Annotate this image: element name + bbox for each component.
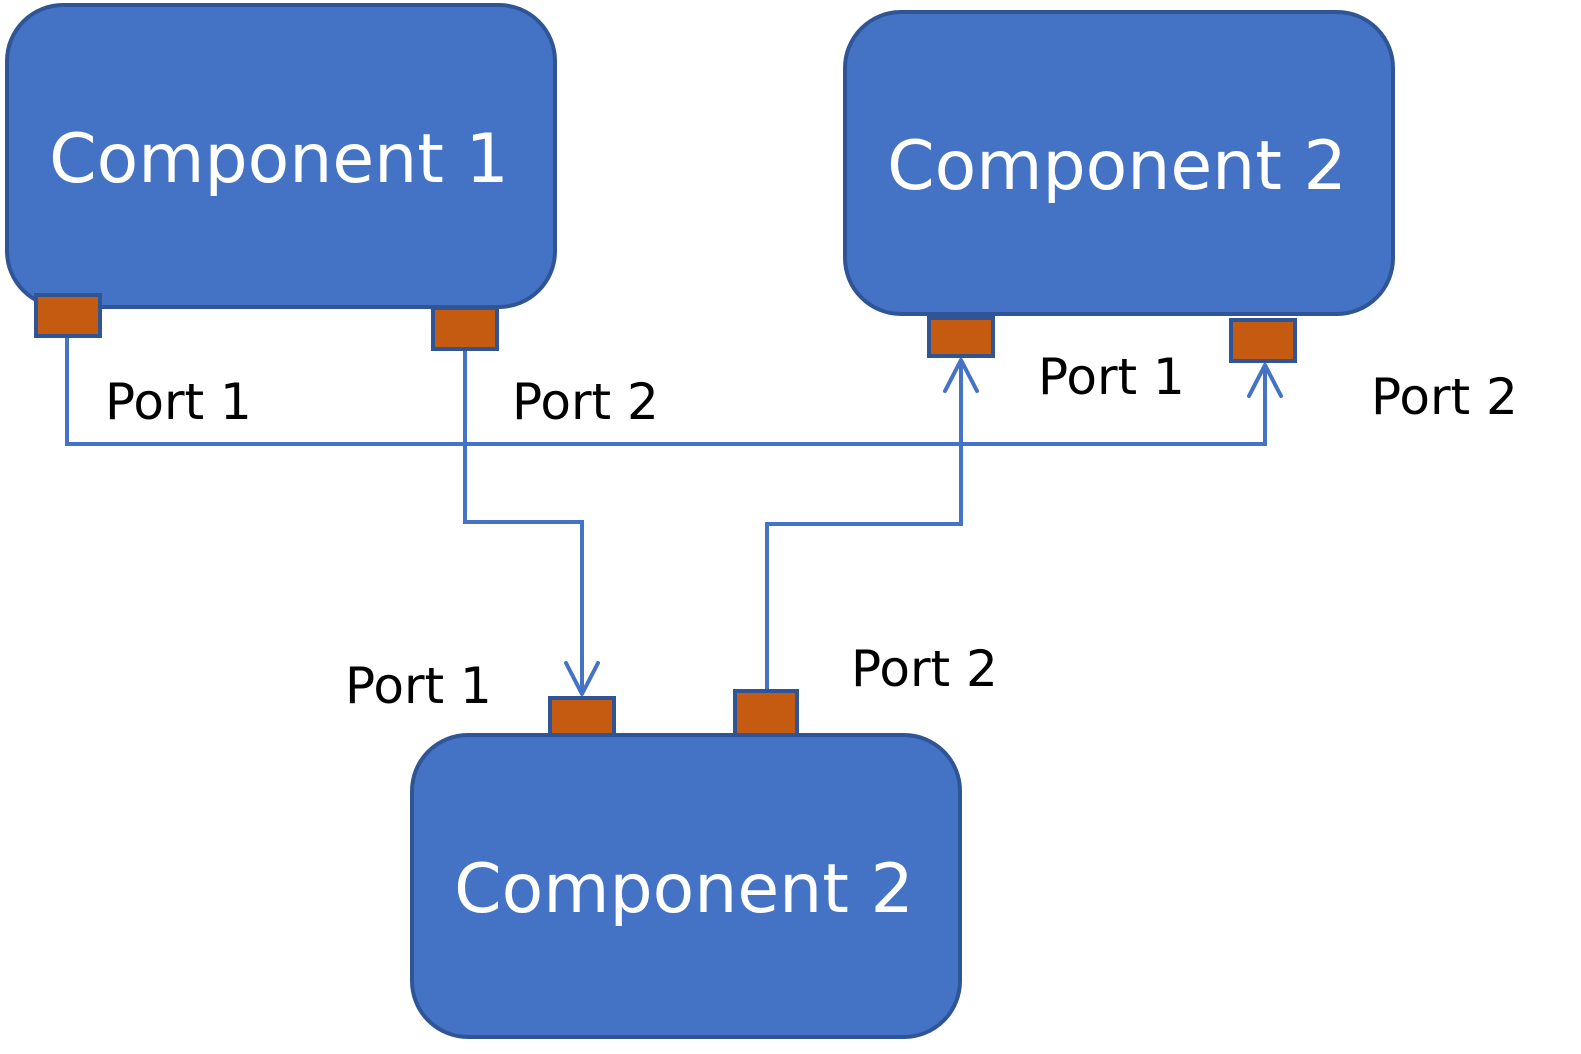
connector-c1-port1-to-c2-port2 <box>65 337 1267 446</box>
component-title: Component 2 <box>454 850 914 929</box>
component-box <box>410 733 962 1039</box>
port-2 <box>733 689 799 737</box>
port-1-label: Port 1 <box>105 373 252 431</box>
component-box <box>5 3 557 309</box>
port-1 <box>548 696 616 737</box>
component-box <box>843 10 1395 316</box>
arrowhead-c2-port2 <box>1247 363 1283 398</box>
connector-c2b-port2-to-c2-port1 <box>765 360 963 691</box>
component-title: Component 1 <box>49 120 509 199</box>
connector-c1-port2-to-c2b-port1 <box>463 349 584 694</box>
port-1 <box>927 316 995 358</box>
component-title: Component 2 <box>887 127 1347 206</box>
port-2-label: Port 2 <box>512 373 659 431</box>
port-1-label: Port 1 <box>345 657 492 715</box>
component-top-right: Component 2 Port 1 Port 2 <box>843 10 1518 426</box>
port-2 <box>431 306 499 351</box>
component-bottom: Component 2 Port 1 Port 2 <box>345 640 998 1039</box>
connectors <box>65 337 1267 694</box>
port-1 <box>34 293 102 338</box>
arrowheads <box>564 358 1283 696</box>
port-2 <box>1229 318 1297 363</box>
component-top-left: Component 1 Port 1 Port 2 <box>5 3 659 431</box>
port-2-label: Port 2 <box>851 640 998 698</box>
port-1-label: Port 1 <box>1038 348 1185 406</box>
port-2-label: Port 2 <box>1371 368 1518 426</box>
arrowhead-c2b-port1 <box>564 661 600 696</box>
arrowhead-c2-port1 <box>943 358 979 393</box>
